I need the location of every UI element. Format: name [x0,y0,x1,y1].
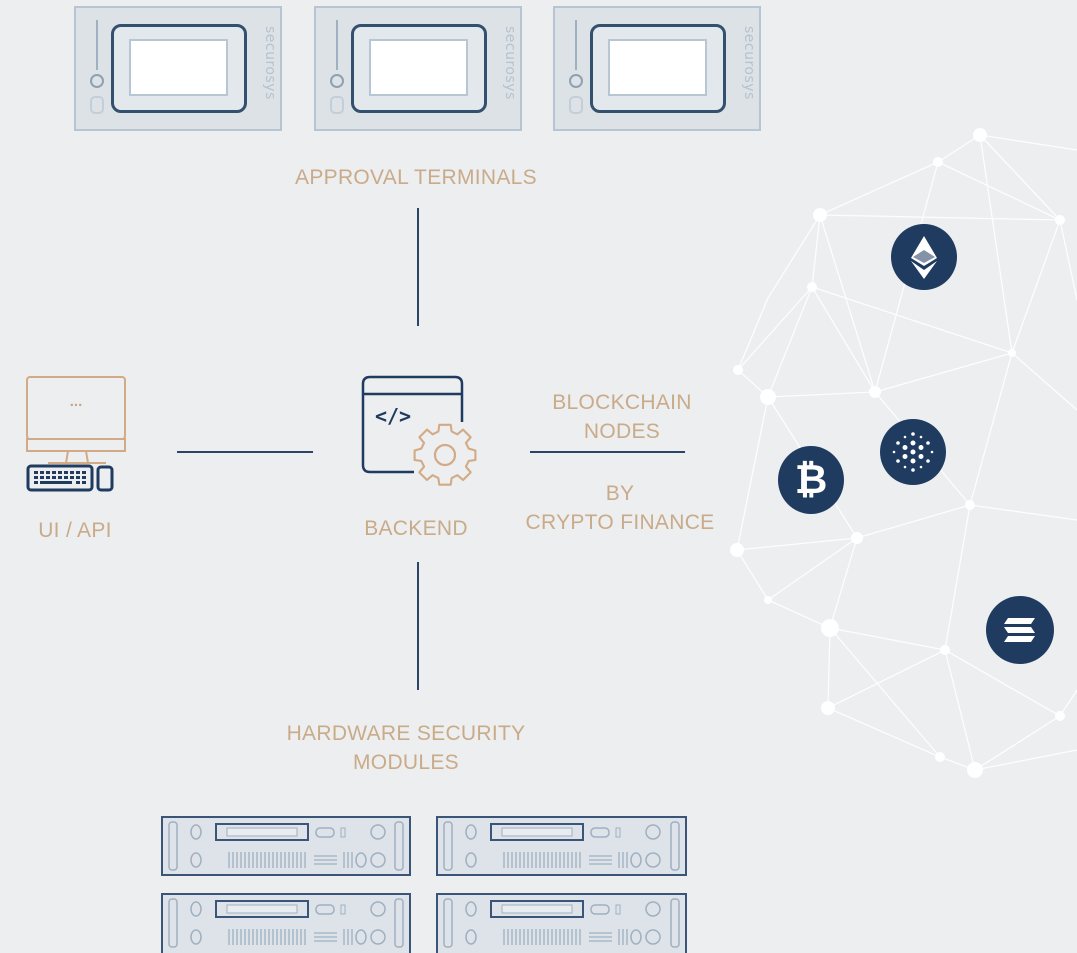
terminal-bar [96,20,98,70]
provider-label-line2: CRYPTO FINANCE [525,511,715,534]
hsm-label: HARDWARE SECURITY MODULES [256,719,556,777]
computer-icon [26,376,126,492]
terminal-bar [336,20,338,70]
blockchain-label-line2: NODES [583,420,661,443]
approval-terminal: securosys [74,6,282,131]
terminal-screen [590,24,726,113]
terminal-slot-icon [569,96,583,114]
terminal-display [608,39,707,96]
hsm-unit [436,893,687,953]
terminal-knob-icon [569,74,583,88]
terminal-screen [351,24,487,113]
terminal-knob-icon [90,74,104,88]
backend-label: BACKEND [364,517,468,540]
hsm-unit [436,816,687,876]
hsm-unit [161,816,411,876]
hsm-label-line2: MODULES [353,751,459,774]
solana-icon [986,596,1054,664]
terminal-brand: securosys [262,26,278,100]
computer-screen-text: ... [69,393,83,410]
terminal-display [129,39,228,96]
terminal-brand: securosys [502,26,518,100]
hsm-label-line1: HARDWARE SECURITY [286,722,526,745]
blockchain-nodes-label: BLOCKCHAIN NODES [522,388,722,446]
terminal-display [369,39,468,96]
ethereum-icon [891,224,957,290]
terminal-slot-icon [90,96,104,114]
connector-terminals-backend [417,208,419,326]
provider-label-line1: BY [605,482,635,505]
bitcoin-icon: ₿ [778,446,844,514]
ui-api-label: UI / API [38,519,112,542]
terminal-brand: securosys [741,26,757,100]
approval-terminals-label: APPROVAL TERMINALS [295,166,537,189]
backend-icon [361,375,477,486]
bitcoin-symbol: ₿ [794,457,828,503]
connector-backend-blockchain [530,451,685,453]
provider-label: BY CRYPTO FINANCE [500,479,740,537]
terminal-bar [575,20,577,70]
approval-terminal: securosys [553,6,761,131]
approval-terminal: securosys [314,6,522,131]
connector-client-backend [177,451,313,453]
terminal-slot-icon [330,96,344,114]
blockchain-label-line1: BLOCKCHAIN [552,391,692,414]
connector-backend-hsm [417,562,419,690]
code-symbol: </> [374,404,412,428]
hsm-unit [161,893,411,953]
terminal-knob-icon [330,74,344,88]
terminal-screen [111,24,247,113]
cardano-icon [880,419,946,485]
